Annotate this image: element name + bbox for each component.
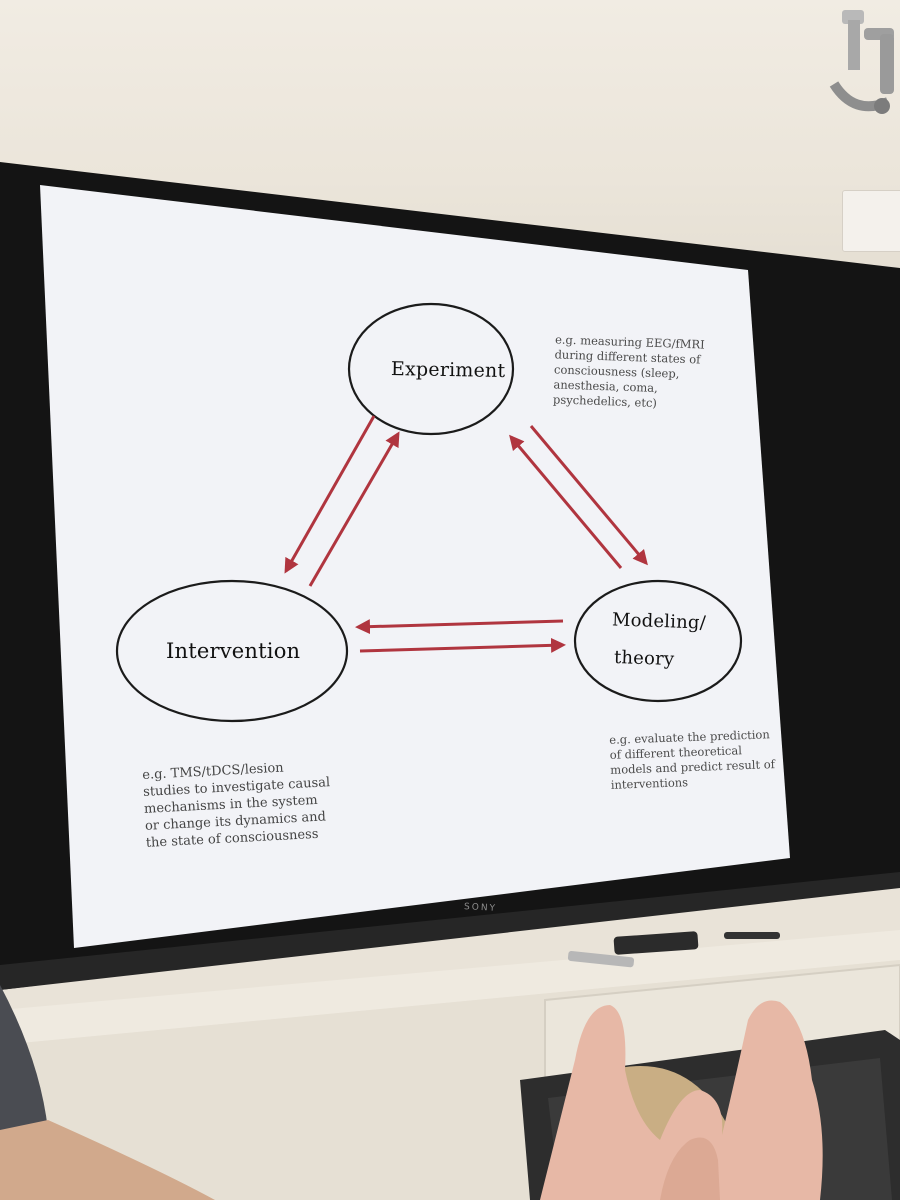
modeling-label-line1: Modeling/: [611, 609, 707, 634]
arrow-modeling-to-experiment: [509, 434, 623, 569]
tv-brand-logo: SONY: [463, 902, 498, 914]
arrow-experiment-to-modeling: [529, 425, 648, 566]
modeling-node: [573, 579, 743, 703]
wall-faucet: [829, 10, 894, 114]
modeling-label-line2: theory: [613, 646, 675, 671]
experiment-label: Experiment: [390, 358, 506, 382]
slide: [40, 185, 790, 948]
experiment-note: e.g. measuring EEG/fMRI during different…: [553, 332, 705, 412]
thumb: [660, 1137, 720, 1200]
modeling-note: e.g. evaluate the prediction of differen…: [609, 727, 776, 793]
arrow-intervention-to-experiment: [308, 431, 400, 587]
pen: [724, 932, 780, 939]
shelf-top: [0, 930, 900, 1045]
intervention-note: e.g. TMS/tDCS/lesion studies to investig…: [142, 757, 333, 852]
arrow-intervention-to-modeling: [359, 637, 566, 653]
left-sleeve: [0, 985, 48, 1140]
usb-stick: [567, 950, 635, 968]
intervention-label: Intervention: [166, 639, 301, 663]
intervention-node: [115, 579, 349, 723]
experiment-node: [347, 302, 515, 436]
tv-bottom-edge: [0, 872, 900, 990]
wall-box: [842, 190, 900, 252]
arrow-modeling-to-intervention: [355, 619, 564, 635]
left-arm: [0, 1120, 215, 1200]
remote: [613, 931, 699, 955]
arrow-experiment-to-intervention: [284, 415, 376, 574]
hand: [540, 1000, 823, 1200]
